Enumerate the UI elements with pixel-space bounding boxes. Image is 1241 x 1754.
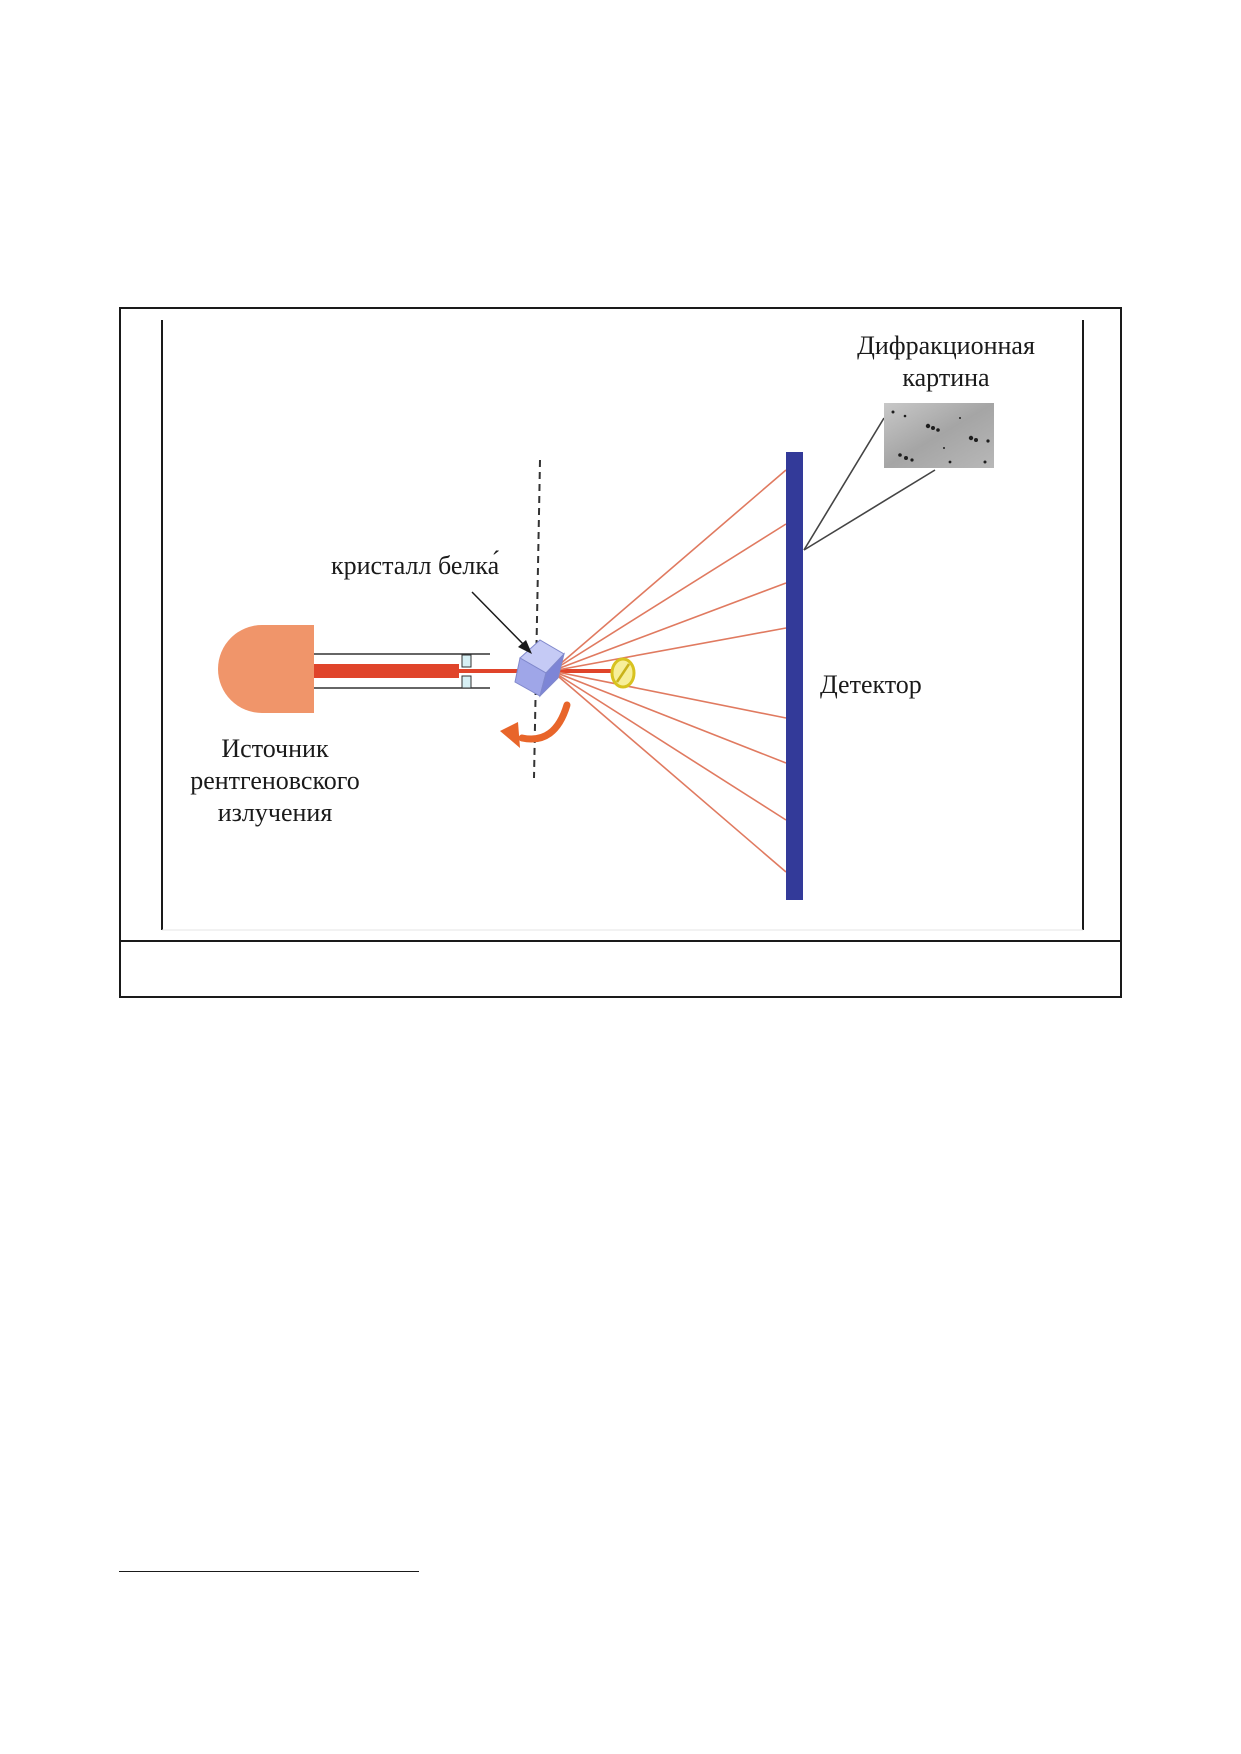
- xray-source: [218, 625, 314, 713]
- figure-frame: [119, 307, 1122, 998]
- source-label-line3: излучения: [217, 798, 333, 827]
- diffracted-rays: [551, 469, 787, 873]
- source-label-line1: Источник: [221, 734, 329, 763]
- beam-stop-icon: [610, 657, 636, 689]
- footnote-separator: [119, 1571, 419, 1572]
- collimator: [314, 653, 490, 689]
- source-label-line2: рентгеновского: [190, 766, 360, 795]
- crystal-label: кристалл белка́: [331, 551, 500, 580]
- rotation-arrow-icon: [500, 701, 571, 748]
- detector-label: Детектор: [820, 670, 922, 699]
- diffraction-pattern-label-line1: Дифракционная: [857, 331, 1035, 360]
- xray-beam: [314, 664, 459, 678]
- detector: [786, 452, 803, 900]
- diffraction-pattern-inset: [884, 403, 994, 468]
- diffraction-pattern-label-line2: картина: [902, 363, 990, 392]
- rotation-axis: [533, 459, 541, 779]
- figure-caption-row: [119, 940, 1122, 998]
- zoom-lines: [803, 417, 936, 551]
- protein-crystal: [514, 639, 565, 698]
